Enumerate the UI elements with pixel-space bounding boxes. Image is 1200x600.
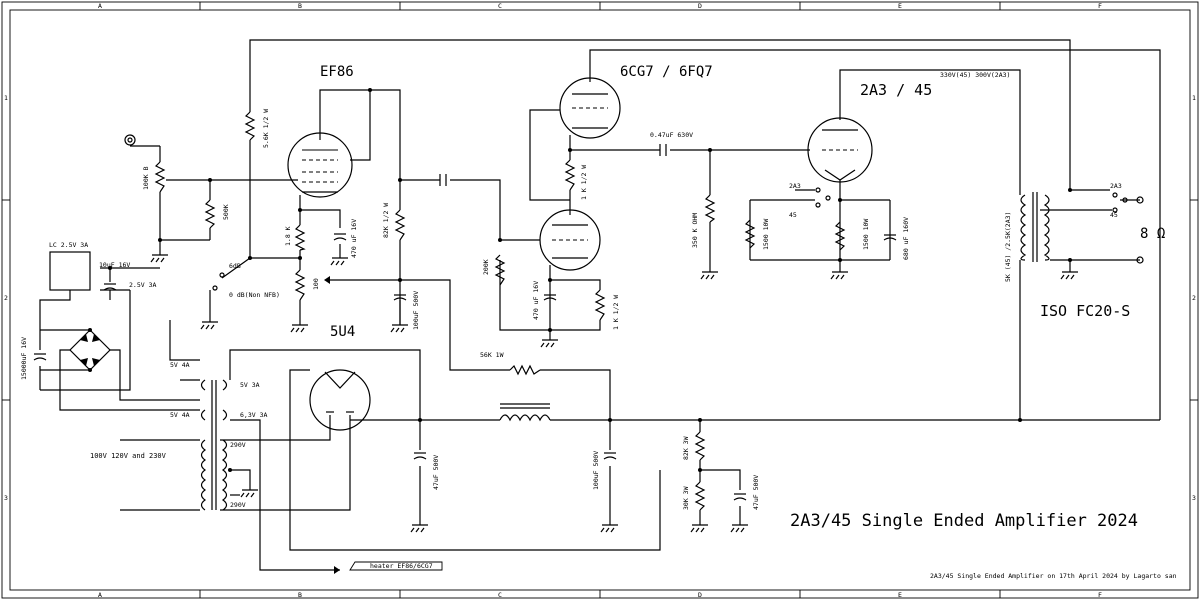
label-sw-2a3: 2A3 [789, 182, 801, 190]
label-pot-100k: 100K B [142, 166, 150, 190]
label-sw-6db: 6dB [229, 262, 241, 270]
label-r-5k6: 5.6K 1/2 W [262, 109, 270, 148]
col-label-e: E [898, 2, 902, 10]
col-label-b: B [298, 2, 302, 10]
row-label-2-right: 2 [1192, 294, 1196, 302]
tube-label-6cg7: 6CG7 / 6FQ7 [620, 64, 713, 80]
col-label-a: A [98, 2, 102, 10]
label-b-plus: 330V(45) 300V(2A3) [940, 71, 1010, 79]
label-2v5: 2.5V 3A [129, 281, 156, 289]
label-pt-5v4a-b: 5V 4A [170, 411, 190, 419]
tube-6cg7-upper [559, 77, 621, 139]
label-r-1k-b: 1 K 1/2 W [612, 295, 620, 330]
tube-label-2a3: 2A3 / 45 [860, 81, 932, 99]
tube-label-5u4: 5U4 [330, 324, 355, 340]
label-r-56k: 56K 1W [480, 351, 504, 359]
label-r-350k: 350 K OHM [691, 213, 699, 248]
col-label-c: C [498, 2, 502, 10]
label-r-82k-3w: 82K 3W [682, 436, 690, 460]
output-transformer [1020, 192, 1050, 262]
switches [212, 187, 831, 291]
row-label-1: 1 [4, 94, 8, 102]
col-label-d: D [698, 2, 702, 10]
speaker-terminals [1112, 192, 1144, 264]
label-c-470-16: 470 uF 16V [350, 219, 358, 258]
label-ohm: 8 Ω [1140, 226, 1165, 242]
lc-box [49, 251, 91, 291]
row-label-1-right: 1 [1192, 94, 1196, 102]
col-label-f-bottom: F [1098, 591, 1102, 599]
col-label-f: F [1098, 2, 1102, 10]
label-sw-0db: 0 dB(Non NFB) [229, 291, 280, 299]
heater-arrow [334, 561, 443, 574]
row-label-2: 2 [4, 294, 8, 302]
input-jack [124, 134, 136, 146]
label-pt-5v4a: 5V 4A [170, 361, 190, 369]
label-r-500k: 500K [222, 204, 230, 220]
label-c-15000: 15000uF 16V [20, 337, 28, 380]
tube-ef86 [287, 132, 353, 198]
label-pt-290b: 290V [230, 501, 246, 509]
row-label-3: 3 [4, 494, 8, 502]
bridge-rectifier [80, 334, 100, 366]
label-r-1500-b: 1500 10W [862, 219, 870, 250]
ground-symbols [150, 254, 1078, 533]
col-label-c-bottom: C [498, 591, 502, 599]
label-c-100-500b: 100uF 500V [592, 451, 600, 490]
label-c-47-500: 47uF 500V [432, 455, 440, 490]
tube-6cg7-lower [539, 209, 601, 271]
label-pt-290a: 290V [230, 441, 246, 449]
label-opt-primary: 5K (45) /2.5K(2A3) [1004, 212, 1012, 282]
junction-dots [88, 88, 1072, 472]
wiring [39, 39, 1161, 571]
label-c-047: 0.47uF 630V [650, 131, 693, 139]
row-label-3-right: 3 [1192, 494, 1196, 502]
col-label-d-bottom: D [698, 591, 702, 599]
power-transformer [200, 379, 228, 511]
col-label-b-bottom: B [298, 591, 302, 599]
col-label-e-bottom: E [898, 591, 902, 599]
tube-label-ef86: EF86 [320, 64, 354, 80]
resistors [154, 111, 846, 511]
label-c-100-500: 100uF 500V [412, 291, 420, 330]
label-mains: 100V 120V and 230V [90, 452, 167, 460]
label-c-470-16b: 470 uF 16V [532, 281, 540, 320]
label-c-680: 680 uF 160V [902, 217, 910, 260]
label-pt-5v3a: 5V 3A [240, 381, 260, 389]
drawing-title: 2A3/45 Single Ended Amplifier 2024 [790, 511, 1138, 531]
label-lc-box: LC 2.5V 3A [49, 241, 88, 249]
label-c-10uf: 10uF 16V [99, 261, 130, 269]
label-opt-2a3: 2A3 [1110, 182, 1122, 190]
label-opt-model: ISO FC20-S [1040, 302, 1130, 320]
label-heater-tag: heater EF86/6CG7 [370, 562, 433, 570]
label-r-1k8: 1.8 K [284, 226, 292, 246]
label-sw-45: 45 [789, 211, 797, 219]
label-r-30k-3w: 30K 3W [682, 486, 690, 510]
label-r-100: 100 [312, 278, 320, 290]
drawing-footer: 2A3/45 Single Ended Amplifier on 17th Ap… [930, 572, 1177, 580]
label-pt-6v3: 6,3V 3A [240, 411, 267, 419]
label-r-1k-a: 1 K 1/2 W [580, 165, 588, 200]
capacitors [33, 144, 897, 501]
label-r-82k: 82K 1/2 W [382, 203, 390, 238]
tube-5u4 [309, 369, 371, 431]
label-c-47-500b: 47uF 500V [752, 475, 760, 510]
col-label-a-bottom: A [98, 591, 102, 599]
label-r-200k: 200K [482, 259, 490, 275]
tube-2a3 [807, 117, 873, 183]
label-opt-45: 45 [1110, 211, 1118, 219]
choke [499, 403, 551, 422]
label-r-1500-a: 1500 10W [762, 219, 770, 250]
